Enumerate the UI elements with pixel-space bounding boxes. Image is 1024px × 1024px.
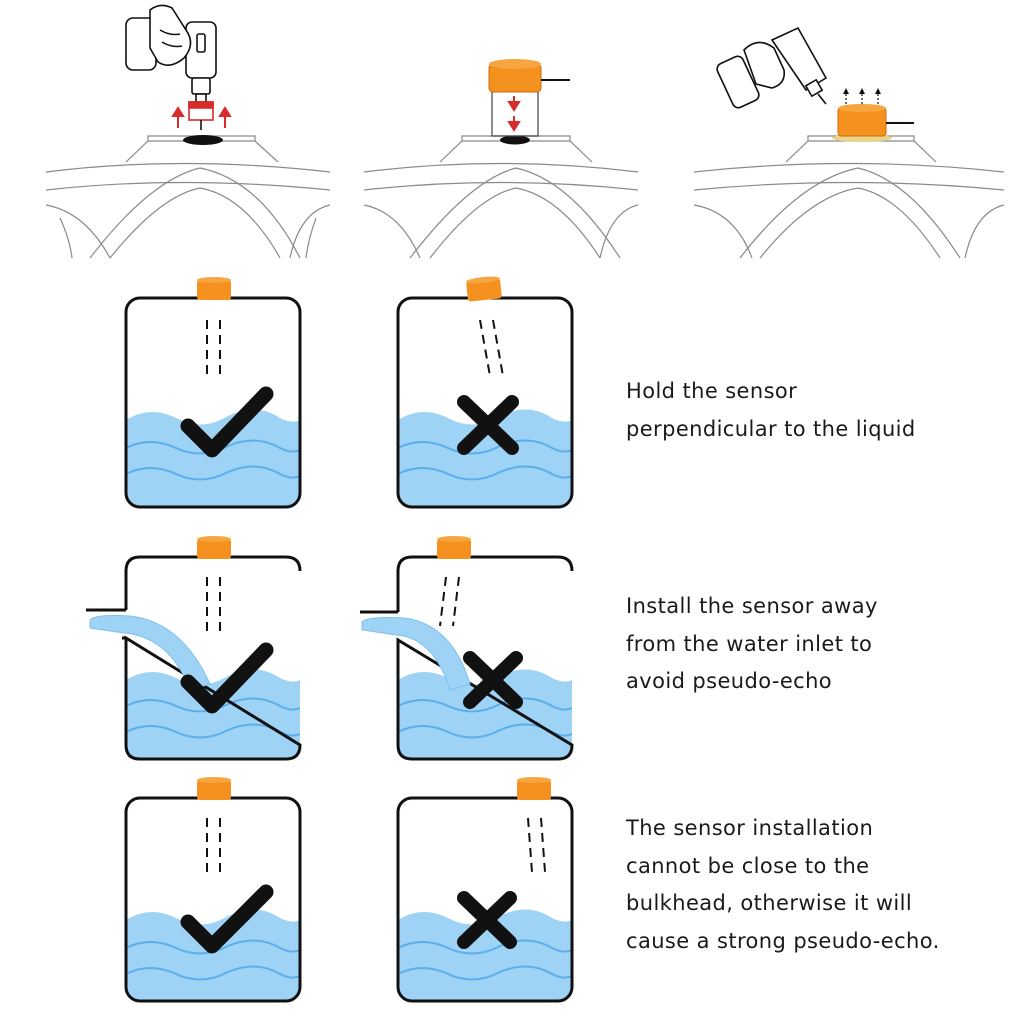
- caption-line: from the water inlet to: [626, 631, 873, 656]
- row-water-inlet: [86, 536, 574, 761]
- install-steps: [45, 4, 1005, 259]
- tank-correct: [124, 277, 302, 509]
- cross-icon: [457, 891, 517, 949]
- sensor-icon: [197, 777, 231, 800]
- sensor-icon-near-wall: [517, 777, 551, 800]
- caption-line: cause a strong pseudo-echo.: [626, 928, 940, 953]
- down-arrows: [507, 96, 521, 132]
- mount-hole: [500, 135, 530, 145]
- caption-line: perpendicular to the liquid: [626, 416, 916, 441]
- tank-roof-sketch: [45, 135, 331, 259]
- inlet-stream: [361, 617, 471, 691]
- sensor-icon: [437, 536, 471, 559]
- tank-correct: [86, 536, 302, 761]
- wave-line: [126, 439, 300, 455]
- inlet-pipe: [86, 608, 126, 640]
- caption-line: avoid pseudo-echo: [626, 669, 833, 693]
- drilled-hole: [183, 135, 223, 145]
- step-drill-hole: [45, 4, 331, 259]
- echo-beam: [206, 320, 221, 378]
- hand-icon: [125, 4, 192, 71]
- echo-beam: [206, 818, 221, 874]
- hand-icon: [716, 41, 786, 109]
- sensor-icon-tilted: [466, 276, 502, 302]
- caption-bulkhead: The sensor installation cannot be close …: [626, 810, 1016, 960]
- step-fix-sensor: [693, 26, 1005, 259]
- tank-correct: [124, 777, 302, 1003]
- check-icon: [180, 386, 274, 458]
- echo-beam-tilted: [479, 319, 504, 377]
- caption-line: Hold the sensor: [626, 379, 798, 403]
- tank-wrong: [360, 536, 574, 761]
- echo-beam: [206, 577, 221, 632]
- tank-wrong: [396, 276, 574, 509]
- row-bulkhead: [124, 777, 574, 1003]
- sensor-icon: [197, 277, 231, 300]
- check-icon: [180, 884, 274, 954]
- caption-line: bulkhead, otherwise it will: [626, 891, 913, 915]
- caption-perpendicular: Hold the sensor perpendicular to the liq…: [626, 373, 1016, 448]
- drill-icon: [770, 26, 828, 105]
- dotted-up-arrows: [843, 88, 881, 104]
- caption-line: cannot be close to the: [626, 853, 870, 878]
- caption-line: The sensor installation: [626, 816, 874, 840]
- cross-icon: [463, 651, 523, 709]
- sensor-icon: [197, 536, 231, 559]
- row-perpendicular: [124, 276, 574, 509]
- cross-icon: [457, 395, 519, 455]
- tank-roof-sketch: [693, 135, 1005, 259]
- caption-water-inlet: Install the sensor away from the water i…: [626, 588, 1016, 701]
- check-icon: [180, 642, 274, 714]
- sensor-icon: [488, 59, 570, 137]
- sensor-icon: [832, 104, 914, 142]
- echo-beam-tilted: [439, 576, 460, 627]
- up-arrows: [171, 106, 232, 128]
- caption-line: Install the sensor away: [626, 594, 878, 618]
- tank-wrong: [396, 777, 574, 1003]
- tank-roof-sketch: [363, 135, 639, 259]
- step-insert-sensor: [363, 59, 639, 259]
- echo-beam-near-wall: [527, 817, 546, 873]
